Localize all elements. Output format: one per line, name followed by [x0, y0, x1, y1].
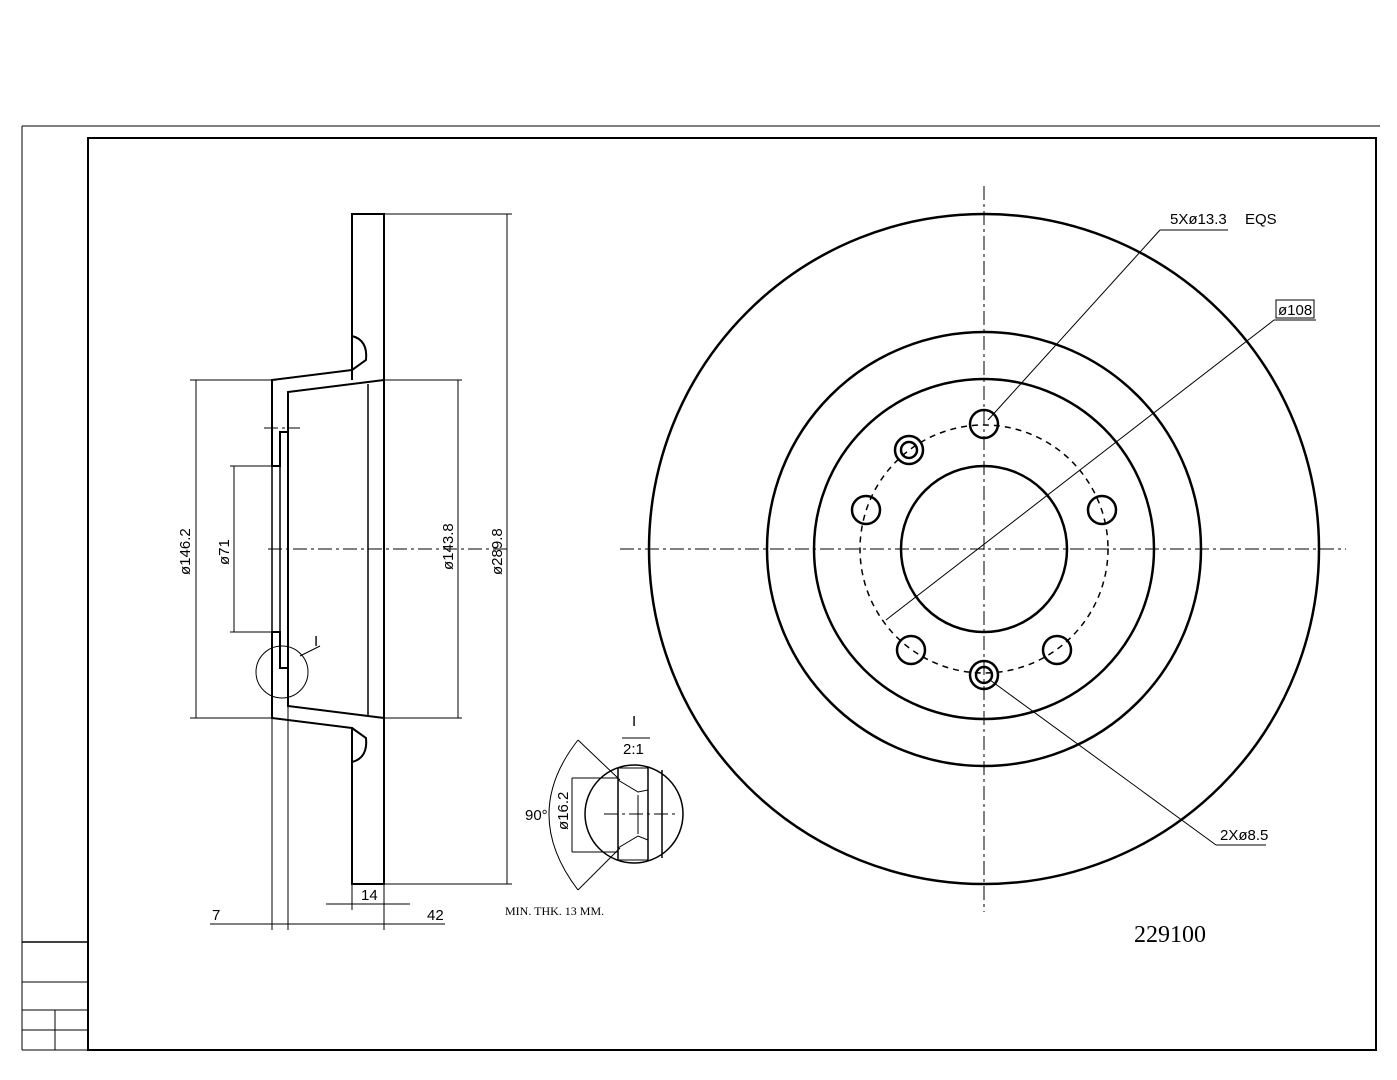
min-thickness-note: MIN. THK. 13 MM. [505, 904, 604, 918]
detail-label: I [632, 713, 636, 730]
dim-bolt-spacing: EQS [1245, 211, 1277, 228]
title-block [22, 941, 88, 1050]
dim-total-height: 42 [427, 907, 444, 924]
bolt-hole [968, 408, 1000, 440]
dim-hub-diameter: ø146.2 [177, 528, 194, 575]
dim-disc-thickness: 14 [361, 887, 378, 904]
dim-center-bore: ø71 [216, 539, 233, 565]
aux-holes [893, 434, 1000, 691]
front-view: 5Xø13.3 EQS ø108 2Xø8.5 229100 [620, 186, 1346, 948]
dim-hat-inner: ø143.8 [440, 523, 457, 570]
bolt-hole [1041, 634, 1073, 666]
bolt-holes [850, 408, 1118, 666]
detail-scale: 2:1 [623, 741, 644, 758]
drawing-frame [21, 125, 1380, 1051]
section-lower [271, 631, 385, 885]
bolt-hole [1086, 494, 1118, 526]
dim-chamfer-angle: 90° [525, 807, 548, 824]
bolt-hole [850, 494, 882, 526]
section-upper [271, 213, 385, 467]
dim-chamfer-diameter: ø16.2 [555, 792, 572, 830]
bolt-hole [895, 634, 927, 666]
dim-hat-offset: 7 [212, 907, 220, 924]
dim-bolt-holes: 5Xø13.3 [1170, 211, 1227, 228]
detail-circle-marker [255, 645, 309, 699]
section-view: I ø146.2 ø71 ø143.8 ø289.8 14 7 42 MIN. … [177, 213, 604, 930]
dim-aux-holes: 2Xø8.5 [1220, 827, 1268, 844]
detail-marker-label: I [314, 633, 318, 650]
part-number: 229100 [1134, 922, 1206, 948]
dim-bolt-circle: ø108 [1278, 302, 1312, 319]
detail-view: I 2:1 ø16.2 90° [525, 713, 684, 891]
dim-disc-diameter: ø289.8 [489, 528, 506, 575]
